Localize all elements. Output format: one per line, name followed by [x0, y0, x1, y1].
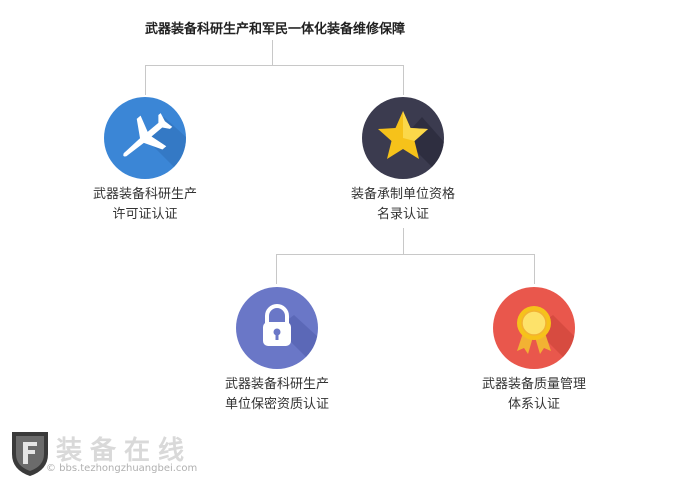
- connector-level2-bar: [276, 254, 535, 255]
- qualification-node-circle: [362, 97, 444, 179]
- license-node-circle: [104, 97, 186, 179]
- quality-node-line1: 武器装备质量管理: [481, 377, 586, 392]
- connector-right-drop: [403, 65, 404, 95]
- watermark-text: 装备在线: [56, 436, 193, 466]
- connector-level2-left-drop: [276, 254, 277, 284]
- quality-node-label: 武器装备质量管理 体系认证: [444, 375, 624, 415]
- diagram-title: 武器装备科研生产和军民一体化装备维修保障: [144, 22, 405, 37]
- quality-node-circle: [493, 287, 575, 369]
- license-node-label: 武器装备科研生产 许可证认证: [55, 185, 235, 225]
- watermark-shield-icon: [12, 432, 48, 476]
- connector-level2-stem: [403, 228, 404, 254]
- airplane-icon: [123, 113, 186, 179]
- qualification-node-label: 装备承制单位资格 名录认证: [313, 185, 493, 225]
- watermark-url: © bbs.tezhongzhuangbei.com: [46, 463, 198, 474]
- license-node-line2: 许可证认证: [112, 207, 178, 222]
- secrecy-node-circle: [236, 287, 318, 369]
- connector-level1-bar: [145, 65, 404, 66]
- license-node-line1: 武器装备科研生产: [92, 187, 197, 202]
- star-icon: [378, 111, 444, 179]
- lock-icon: [263, 304, 318, 369]
- secrecy-node-line1: 武器装备科研生产: [224, 377, 329, 392]
- qualification-node-line2: 名录认证: [376, 207, 429, 222]
- connector-left-drop: [145, 65, 146, 95]
- connector-title-stem: [272, 40, 273, 66]
- qualification-node-line1: 装备承制单位资格: [350, 187, 455, 202]
- quality-node-line2: 体系认证: [507, 397, 560, 412]
- secrecy-node-line2: 单位保密资质认证: [224, 397, 329, 412]
- medal-icon: [517, 306, 575, 369]
- connector-level2-right-drop: [534, 254, 535, 284]
- secrecy-node-label: 武器装备科研生产 单位保密资质认证: [187, 375, 367, 415]
